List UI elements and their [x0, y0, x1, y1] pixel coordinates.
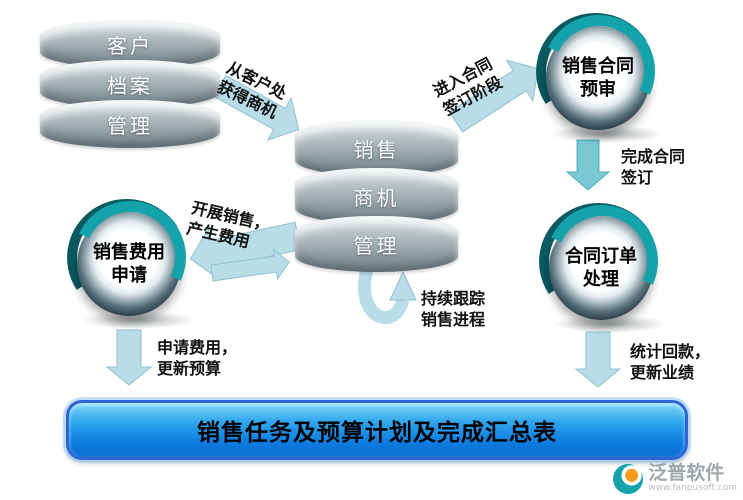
sphere-swoosh-icon — [530, 189, 674, 333]
sphere-body: 合同订单 处理 — [549, 216, 653, 320]
cylinder-label: 管理 — [353, 233, 400, 258]
summary-bar-title: 销售任务及预算计划及完成汇总表 — [197, 420, 557, 446]
label-track-progress: 持续跟踪 销售进程 — [421, 289, 486, 329]
cylinder-label: 档案 — [107, 73, 153, 98]
arrow-order-to-summary — [574, 331, 622, 388]
label-enter-signing: 进入合同 签订阶段 — [430, 53, 506, 120]
order-processing-node: 合同订单 处理 — [528, 189, 674, 333]
cylinder-segment: 客户 — [40, 20, 220, 68]
label-get-opportunity: 从客户处 获得商机 — [214, 58, 290, 122]
contract-review-node: 销售合同 预审 — [525, 0, 671, 143]
sales-opportunity-database: 销售 商机 管理 — [295, 120, 458, 281]
label-conduct-sales: 开展销售， 产生费用 — [185, 198, 272, 252]
label-finish-signing: 完成合同 签订 — [621, 147, 686, 187]
watermark-text: 泛普软件 www.fanpusoft.com — [648, 463, 737, 494]
watermark-logo-icon — [613, 463, 644, 494]
label-collect-payment: 统计回款， 更新业绩 — [630, 342, 711, 382]
cylinder-label: 销售 — [353, 137, 400, 162]
cylinder-segment: 商机 — [295, 168, 458, 224]
cylinder-segment: 管理 — [40, 100, 220, 148]
cylinder-segment: 管理 — [295, 216, 458, 272]
sphere-label: 销售合同 预审 — [562, 55, 634, 100]
cylinder-label: 商机 — [353, 185, 400, 210]
customer-archive-database: 客户 档案 管理 — [40, 20, 220, 157]
summary-bar: 销售任务及预算计划及完成汇总表 — [66, 400, 688, 460]
sphere-label: 销售费用 申请 — [93, 241, 165, 286]
sphere-body: 销售费用 申请 — [77, 212, 181, 316]
sphere-label: 合同订单 处理 — [565, 245, 637, 290]
label-apply-expense: 申请费用， 更新预算 — [157, 338, 238, 378]
cylinder-label: 管理 — [107, 113, 153, 138]
watermark-url: www.fanpusoft.com — [648, 483, 737, 494]
cylinder-label: 客户 — [107, 33, 153, 58]
sphere-swoosh-icon — [58, 185, 202, 329]
watermark: 泛普软件 www.fanpusoft.com — [613, 463, 737, 494]
cylinder-segment: 销售 — [295, 120, 458, 176]
watermark-name: 泛普软件 — [648, 462, 725, 485]
sphere-body: 销售合同 预审 — [546, 26, 650, 130]
arrow-track-loop — [358, 268, 417, 325]
arrow-review-to-order — [565, 139, 611, 191]
arrow-expense-to-summary — [105, 329, 153, 386]
expense-request-node: 销售费用 申请 — [56, 185, 202, 329]
sphere-swoosh-icon — [527, 0, 671, 143]
